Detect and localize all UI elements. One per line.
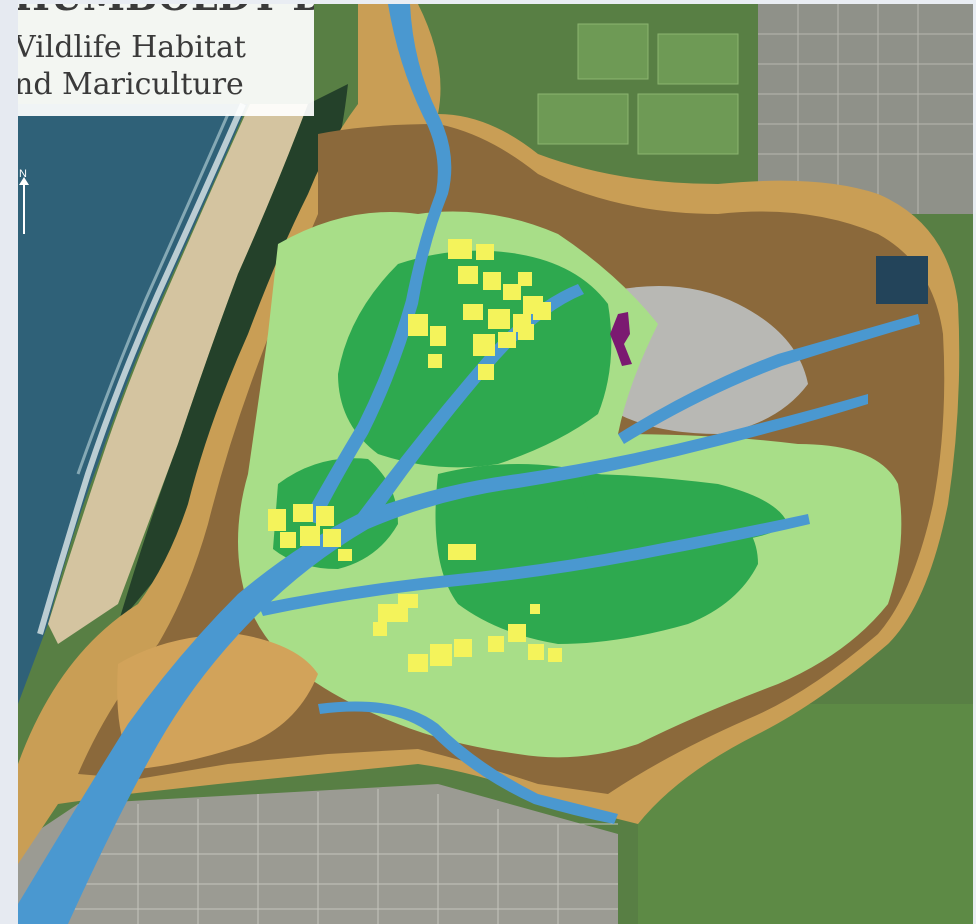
surf-line xyxy=(37,102,246,635)
map-title-line-2: nd Mariculture xyxy=(18,67,244,102)
channel-middle-arm xyxy=(358,284,584,522)
map-title-partial: HUMBOLDT BAY xyxy=(18,4,314,19)
beach-dunes xyxy=(48,104,308,644)
ocean xyxy=(18,104,248,704)
pond xyxy=(148,701,160,711)
treatment-ponds xyxy=(876,256,928,304)
north-label: N xyxy=(19,168,27,180)
channel-southeast-arm xyxy=(318,701,618,824)
purple-zone xyxy=(610,312,632,366)
mariculture-plots xyxy=(268,239,562,672)
main-channel xyxy=(18,394,868,924)
channel-north-arm xyxy=(303,4,452,524)
left-margin-strip xyxy=(0,0,18,924)
map-title-line-1: Vildlife Habitat xyxy=(18,30,246,65)
bay-habitat-map[interactable] xyxy=(18,4,973,924)
channel-east-arm xyxy=(618,314,920,444)
forested-spit xyxy=(118,84,348,624)
surf-line xyxy=(76,113,230,475)
south-peninsula xyxy=(117,634,318,769)
channel-south-arm xyxy=(258,514,810,616)
north-indicator: N xyxy=(18,168,32,240)
north-town xyxy=(758,4,973,214)
farm-fields xyxy=(537,23,739,155)
eelgrass-dark-east xyxy=(578,474,788,540)
map-title-box: HUMBOLDT BAY Vildlife Habitat nd Maricul… xyxy=(18,4,314,116)
north-arrow-icon xyxy=(19,177,29,234)
